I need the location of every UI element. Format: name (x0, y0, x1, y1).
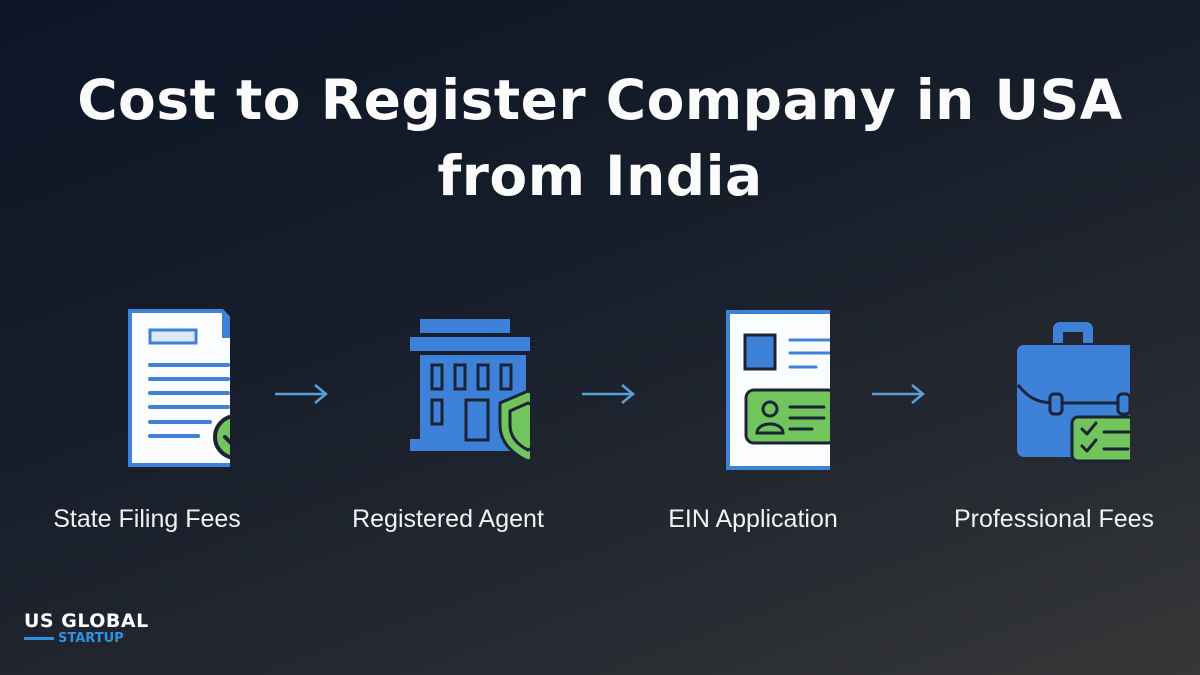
logo-line-2: STARTUP (58, 631, 124, 646)
step-registered-agent (330, 305, 570, 475)
logo-line-1: US GLOBAL (24, 610, 149, 632)
page-title: Cost to Register Company in USA from Ind… (0, 62, 1200, 214)
step-state-filing-fees (30, 305, 270, 475)
arrow-right-icon (582, 384, 635, 404)
arrow-right-icon (872, 384, 925, 404)
building-shield-icon (410, 319, 530, 463)
arrow-right-icon (275, 384, 328, 404)
step-label: Registered Agent (352, 505, 544, 533)
step-label: Professional Fees (953, 505, 1155, 533)
brand-logo: US GLOBAL STARTUP (24, 610, 149, 646)
logo-accent-bar (24, 637, 54, 640)
step-ein-application (630, 305, 870, 475)
title-line-2: from India (437, 144, 763, 208)
step-professional-fees (930, 305, 1170, 475)
title-line-1: Cost to Register Company in USA (77, 68, 1123, 132)
step-label: EIN Application (668, 505, 838, 533)
id-document-icon (726, 310, 830, 470)
step-label: State Filing Fees (53, 505, 241, 533)
document-check-icon (128, 309, 230, 467)
briefcase-checklist-icon (1016, 322, 1130, 463)
